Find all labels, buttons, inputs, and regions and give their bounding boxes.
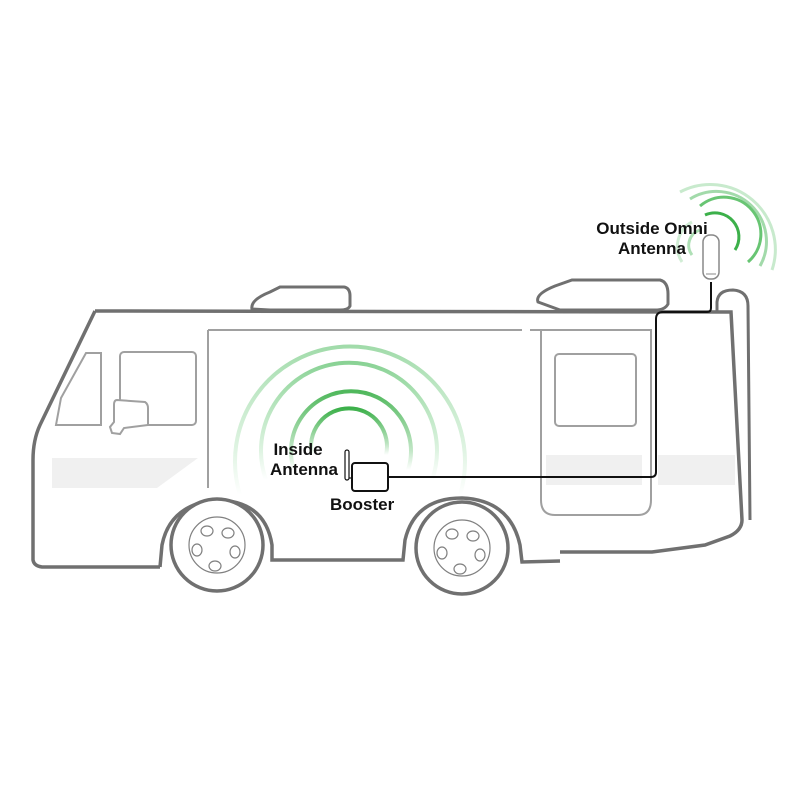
side-mirror [108, 398, 149, 436]
outside-signal-waves [675, 183, 777, 271]
stripe-rear [658, 455, 735, 485]
outside-omni-antenna [702, 234, 720, 280]
inside-antenna-label-line1: Inside [273, 440, 323, 459]
outside-antenna-label-line2: Antenna [618, 239, 686, 258]
inside-antenna-label-line2: Antenna [270, 460, 338, 479]
stripe-mid [546, 455, 642, 485]
rv-body-outline [31, 309, 744, 569]
front-wheel [169, 497, 265, 593]
inside-signal-waves [233, 344, 467, 496]
windshield [54, 352, 102, 426]
stripe-front [52, 458, 198, 488]
door-window [554, 353, 637, 427]
body-panel-line [207, 329, 522, 488]
coax-cable [389, 282, 712, 478]
rear-wheel [414, 500, 510, 596]
entry-door [540, 329, 652, 516]
inside-antenna-label: Inside Antenna [258, 440, 338, 480]
outside-antenna-label: Outside Omni Antenna [577, 219, 727, 259]
booster-label: Booster [330, 495, 395, 514]
roof-vent-front [250, 285, 352, 312]
inside-antenna [344, 449, 352, 481]
rear-ladder [715, 288, 752, 521]
outside-antenna-label-line1: Outside Omni [596, 219, 708, 238]
booster-unit [351, 462, 392, 492]
roof-ac-rear [536, 278, 670, 312]
driver-window [119, 351, 197, 426]
